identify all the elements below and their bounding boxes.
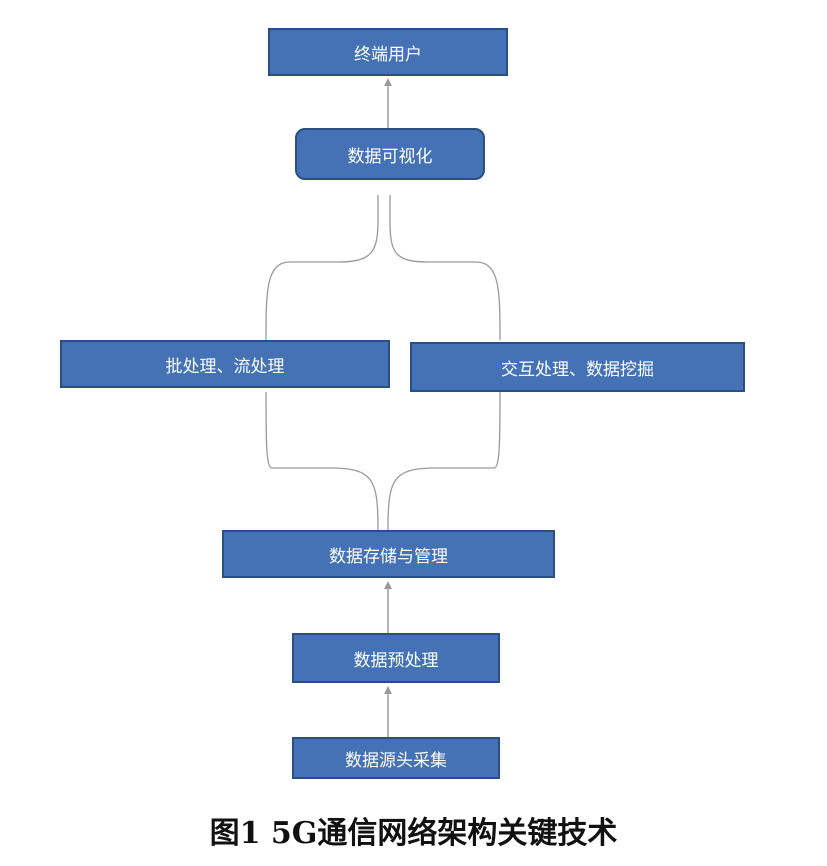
batch-stream-box: 批处理、流处理: [60, 340, 390, 388]
visualization-box: 数据可视化: [295, 128, 485, 180]
flow-connectors: [265, 78, 501, 737]
preprocessing-label: 数据预处理: [353, 650, 439, 671]
storage-management-box: 数据存储与管理: [222, 530, 555, 578]
interactive-mining-label: 交互处理、数据挖掘: [501, 359, 654, 380]
end-user-label: 终端用户: [354, 44, 422, 65]
lower-brace: [265, 391, 501, 531]
visualization-label: 数据可视化: [347, 146, 433, 167]
figure-caption: 图1 5G通信网络架构关键技术: [209, 816, 618, 851]
source-collection-box: 数据源头采集: [292, 737, 500, 779]
preprocessing-box: 数据预处理: [292, 633, 500, 683]
source-collection-label: 数据源头采集: [345, 750, 447, 771]
end-user-box: 终端用户: [268, 28, 508, 76]
batch-stream-label: 批处理、流处理: [165, 356, 285, 377]
interactive-mining-box: 交互处理、数据挖掘: [410, 342, 745, 392]
upper-brace: [265, 195, 501, 341]
storage-management-label: 数据存储与管理: [329, 546, 448, 567]
